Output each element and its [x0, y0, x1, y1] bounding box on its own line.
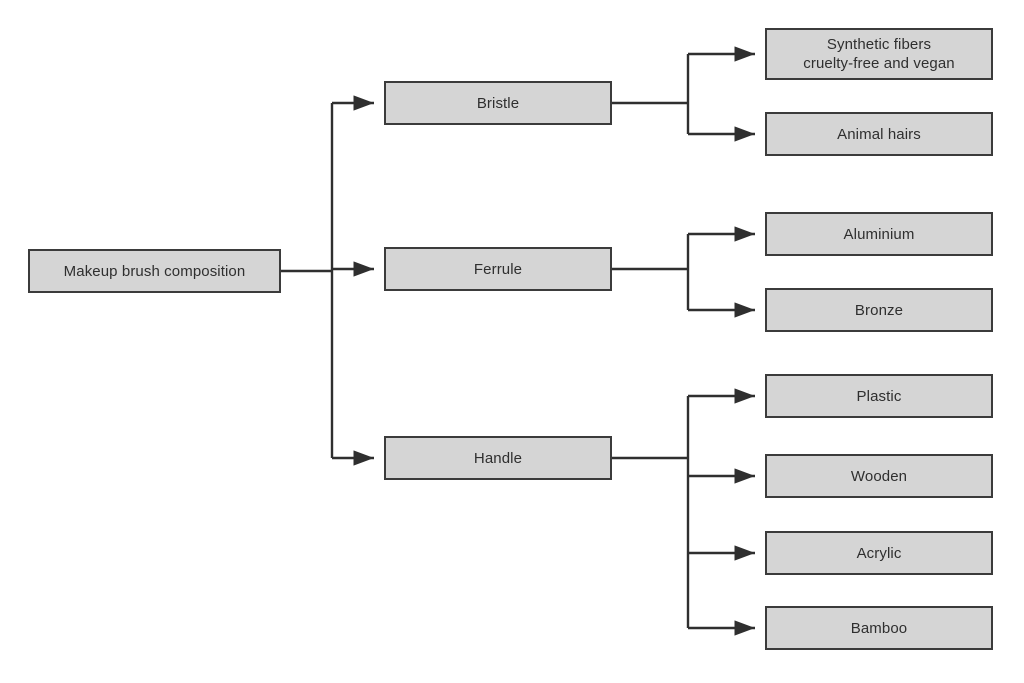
node-bamboo[interactable]: Bamboo: [765, 606, 993, 650]
node-bronze[interactable]: Bronze: [765, 288, 993, 332]
node-ferrule[interactable]: Ferrule: [384, 247, 612, 291]
node-acrylic[interactable]: Acrylic: [765, 531, 993, 575]
node-plastic[interactable]: Plastic: [765, 374, 993, 418]
node-synthetic-fibers[interactable]: Synthetic fibers cruelty-free and vegan: [765, 28, 993, 80]
node-handle[interactable]: Handle: [384, 436, 612, 480]
node-aluminium[interactable]: Aluminium: [765, 212, 993, 256]
node-bristle[interactable]: Bristle: [384, 81, 612, 125]
node-wooden[interactable]: Wooden: [765, 454, 993, 498]
node-root[interactable]: Makeup brush composition: [28, 249, 281, 293]
node-animal-hairs[interactable]: Animal hairs: [765, 112, 993, 156]
